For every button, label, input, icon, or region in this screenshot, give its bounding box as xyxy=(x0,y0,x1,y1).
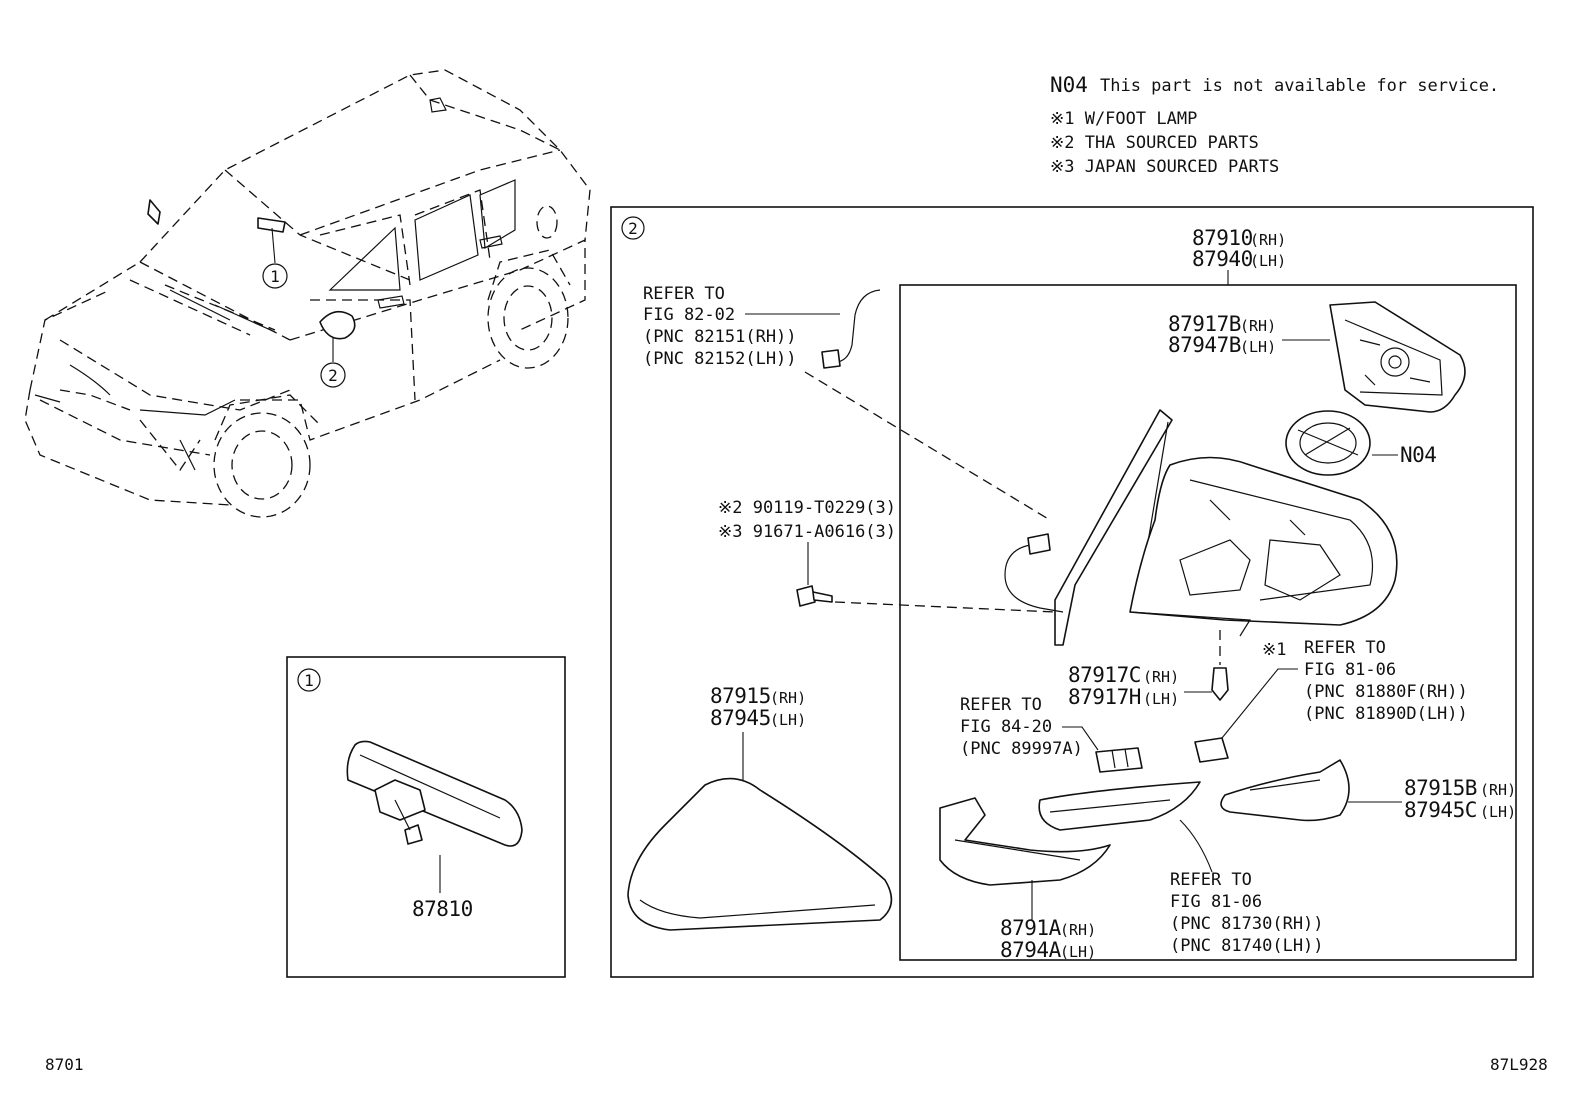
mirror-cover-drawing xyxy=(627,777,893,931)
mirror-assembly-lh-sfx: (LH) xyxy=(1250,252,1286,270)
lower-cover-lh: 8794A xyxy=(1000,938,1062,962)
mirror-cover-lh-sfx: (LH) xyxy=(770,711,806,729)
sensor-ref-line3: (PNC 89997A) xyxy=(960,739,1083,759)
box-1-callout-number: 1 xyxy=(304,671,314,690)
garnish-rh: 87915B xyxy=(1404,776,1477,800)
inner-mirror-part-number: 87810 xyxy=(412,897,473,921)
box-2-callout-number: 2 xyxy=(628,219,638,238)
mirror-assembly-subbox xyxy=(899,284,1517,961)
screw-small-lh-sfx: (LH) xyxy=(1143,690,1179,708)
foot-lamp-ref-line1: REFER TO xyxy=(1304,638,1386,658)
cover-rear-rh-sfx: (RH) xyxy=(1240,317,1276,335)
inner-mirror-box: 1 87810 xyxy=(286,656,566,978)
foot-lamp-ref-mark: ※1 xyxy=(1262,640,1286,660)
screw-small-lh: 87917H xyxy=(1068,685,1141,709)
lower-cover-drawing xyxy=(939,797,1111,886)
cover-rear-rh: 87917B xyxy=(1168,312,1241,336)
box-2-callout xyxy=(621,216,645,240)
screw-small-rh: 87917C xyxy=(1068,663,1141,687)
cover-rear-lh: 87947B xyxy=(1168,333,1241,357)
callout-1-marker xyxy=(262,263,288,289)
box-1-callout xyxy=(297,668,321,692)
foot-lamp-ref-line4: (PNC 81890D(LH)) xyxy=(1304,704,1468,724)
turn-lamp-ref-line2: FIG 81-06 xyxy=(1170,892,1262,912)
mirror-cover-rh-sfx: (RH) xyxy=(770,689,806,707)
harness-ref-line1: REFER TO xyxy=(643,284,725,304)
n04-note: This part is not available for service. xyxy=(1100,76,1499,96)
inner-mirror-drawing xyxy=(346,740,523,847)
screw-drawing xyxy=(796,585,833,607)
mirror-assembly-lh: 87940 xyxy=(1192,247,1253,271)
mirror-assembly-rh-sfx: (RH) xyxy=(1250,231,1286,249)
actuator-drawing xyxy=(1285,410,1371,476)
mirror-assembly-drawing xyxy=(1004,409,1398,646)
note-japan: ※3 JAPAN SOURCED PARTS xyxy=(1050,157,1279,177)
foot-lamp-ref-line3: (PNC 81880F(RH)) xyxy=(1304,682,1468,702)
mirror-cover-lh: 87945 xyxy=(710,706,771,730)
footer-left-code: 8701 xyxy=(45,1055,84,1074)
note-foot-lamp: ※1 W/FOOT LAMP xyxy=(1050,109,1197,129)
harness-ref-line3: (PNC 82151(RH)) xyxy=(643,327,797,347)
sensor-ref-line1: REFER TO xyxy=(960,695,1042,715)
callout-1-number: 1 xyxy=(270,267,280,286)
actuator-code: N04 xyxy=(1400,443,1436,467)
notes-legend: N04 This part is not available for servi… xyxy=(1050,73,1499,177)
note-tha: ※2 THA SOURCED PARTS xyxy=(1050,133,1259,153)
rear-cover-drawing xyxy=(1329,301,1466,413)
outer-mirror-box: 2 87910 (RH) 87940 (LH) REFER TO FIG 82-… xyxy=(610,206,1534,978)
screw-part-a: ※2 90119-T0229(3) xyxy=(718,498,896,518)
garnish-lh-sfx: (LH) xyxy=(1480,803,1516,821)
screw-part-b: ※3 91671-A0616(3) xyxy=(718,522,896,542)
lower-cover-rh: 8791A xyxy=(1000,916,1062,940)
garnish-drawing xyxy=(1220,759,1350,822)
garnish-lh: 87945C xyxy=(1404,798,1477,822)
n04-code: N04 xyxy=(1050,73,1088,97)
footer-right-code: 87L928 xyxy=(1490,1055,1548,1074)
vehicle-illustration: 1 2 xyxy=(24,69,591,518)
mirror-cover-rh: 87915 xyxy=(710,684,771,708)
mirror-assembly-rh: 87910 xyxy=(1192,226,1253,250)
turn-lamp-ref-line4: (PNC 81740(LH)) xyxy=(1170,936,1324,956)
screw-small-rh-sfx: (RH) xyxy=(1143,668,1179,686)
sensor-ref-line2: FIG 84-20 xyxy=(960,717,1052,737)
turn-lamp-drawing xyxy=(1038,781,1201,831)
turn-lamp-ref-line3: (PNC 81730(RH)) xyxy=(1170,914,1324,934)
callout-2-number: 2 xyxy=(328,366,338,385)
garnish-rh-sfx: (RH) xyxy=(1480,781,1516,799)
callout-2-marker xyxy=(320,362,346,388)
turn-lamp-ref-line1: REFER TO xyxy=(1170,870,1252,890)
harness-ref-line2: FIG 82-02 xyxy=(643,305,735,325)
cover-rear-lh-sfx: (LH) xyxy=(1240,338,1276,356)
lower-cover-rh-sfx: (RH) xyxy=(1060,921,1096,939)
lower-cover-lh-sfx: (LH) xyxy=(1060,943,1096,961)
foot-lamp-ref-line2: FIG 81-06 xyxy=(1304,660,1396,680)
harness-ref-line4: (PNC 82152(LH)) xyxy=(643,349,797,369)
